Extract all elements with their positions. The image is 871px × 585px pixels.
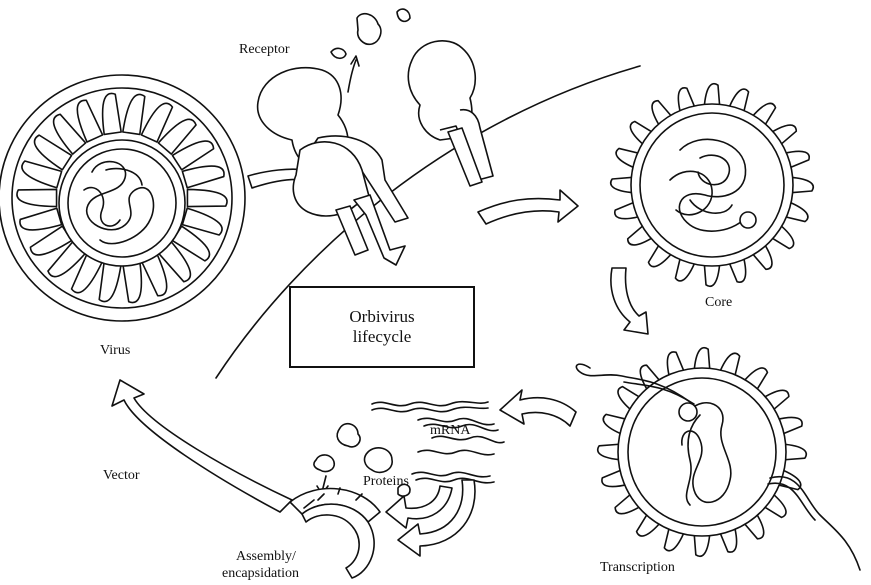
mrna-strand-icon [372, 402, 504, 483]
core-label: Core [705, 295, 732, 311]
receptor-protein-icon [258, 68, 408, 265]
capsid-shell-icon [290, 488, 380, 578]
proteins-label: Proteins [363, 474, 409, 490]
protein-fragment-icon [331, 9, 410, 58]
virus-label: Virus [100, 343, 130, 359]
cycle-arrow-icon-4 [500, 390, 576, 426]
title-box: Orbivirus lifecycle [289, 286, 475, 368]
virus-particle-icon [0, 75, 245, 321]
assembly-label-line2: encapsidation [222, 566, 299, 582]
assembly-label-line1: Assembly/ [236, 549, 296, 565]
core-particle-icon [611, 84, 814, 287]
cycle-arrow-icon-2 [478, 190, 578, 224]
vector-label: Vector [103, 468, 140, 484]
transcribing-core-icon [576, 348, 860, 570]
title-line2: lifecycle [353, 327, 412, 347]
cycle-arrow-icon-3 [611, 268, 648, 334]
title-line1: Orbivirus [349, 307, 414, 327]
receptor-label: Receptor [239, 42, 290, 58]
vector-arrow-icon [112, 380, 292, 512]
mrna-label: mRNA [430, 423, 470, 439]
receptor-protein-icon-2 [408, 41, 493, 186]
transcription-label: Transcription [600, 560, 675, 576]
cycle-arrow-icon-5 [386, 486, 452, 528]
